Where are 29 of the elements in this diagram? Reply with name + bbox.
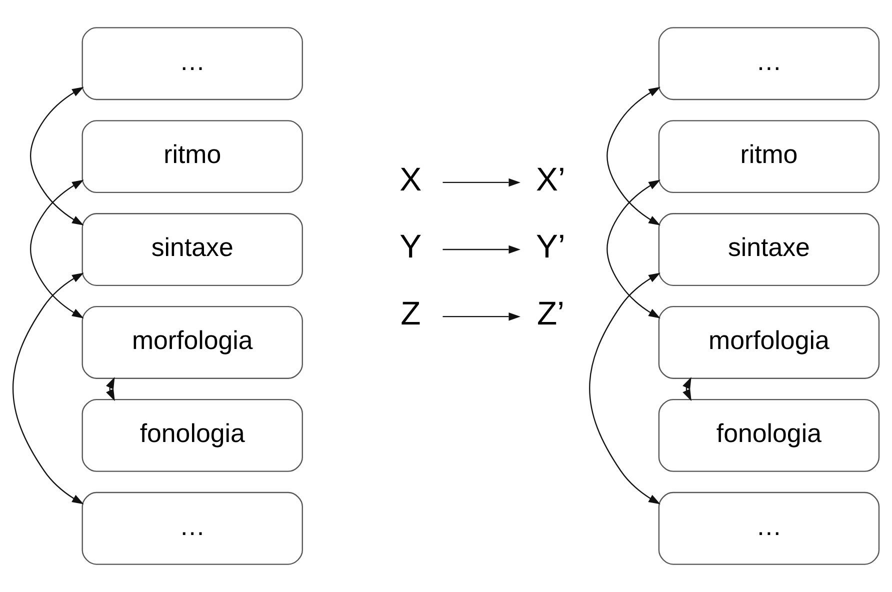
node-text: X’	[536, 160, 566, 198]
node-box: ritmo	[658, 120, 880, 194]
node-text: Z	[400, 294, 421, 332]
arrow	[12, 272, 84, 504]
node-box: fonologia	[82, 398, 303, 472]
node-box: …	[658, 492, 880, 565]
arrow	[30, 180, 84, 318]
node-text: Y	[400, 228, 422, 265]
node-text: Y’	[536, 228, 566, 265]
node-box: …	[82, 27, 303, 100]
node-box: …	[82, 492, 303, 565]
arrow	[30, 86, 84, 226]
arrow	[442, 312, 520, 321]
node-box: morfologia	[82, 306, 303, 379]
node-text: Z’	[536, 294, 564, 332]
node-box: sintaxe	[82, 213, 303, 286]
node-box: sintaxe	[658, 213, 880, 286]
node-box: morfologia	[658, 306, 880, 379]
arrow	[682, 376, 692, 402]
arrow	[589, 272, 660, 504]
node-text: X	[400, 160, 422, 198]
node-box: …	[658, 27, 880, 100]
node-box: ritmo	[82, 120, 303, 194]
node-box: fonologia	[658, 398, 880, 472]
arrow	[442, 178, 520, 187]
arrow	[442, 245, 520, 254]
arrow	[606, 180, 660, 318]
arrow	[106, 376, 115, 402]
arrow	[606, 86, 660, 226]
